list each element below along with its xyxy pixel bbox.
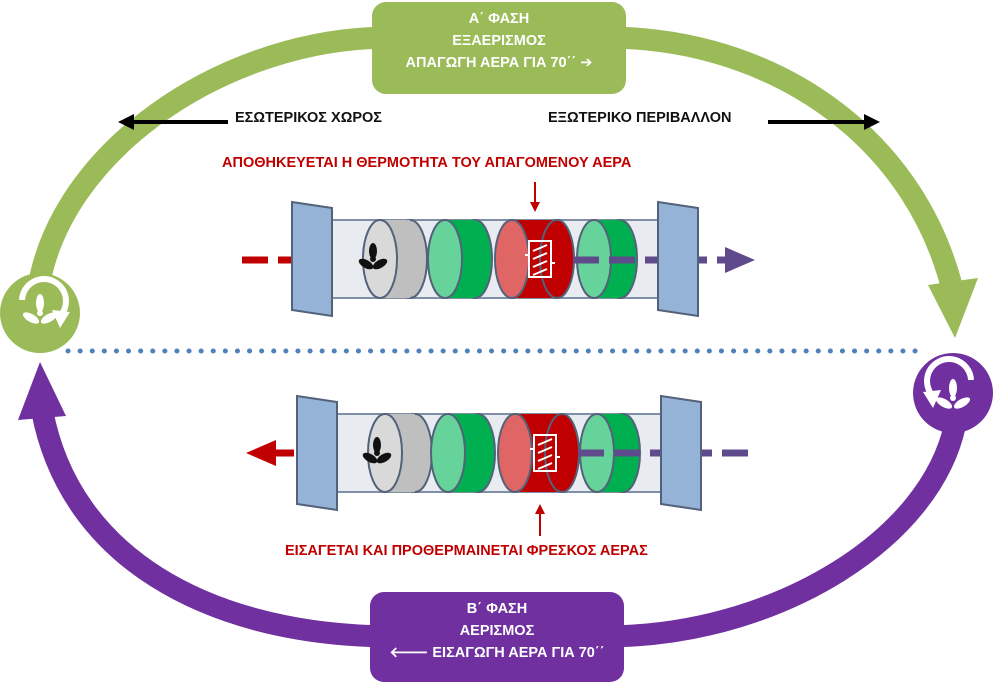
phase-b-arrowhead — [18, 362, 66, 420]
interior-direction-arrow — [118, 114, 228, 130]
phase-b-name: ΑΕΡΙΣΜΟΣ — [459, 623, 535, 639]
heat-storage-note: ΑΠΟΘΗΚΕΥΕΤΑΙ Η ΘΕΡΜΟΤΗΤΑ ΤΟΥ ΑΠΑΓΟΜΕΝΟΥ … — [222, 155, 632, 171]
heat-exchanger-icon — [530, 434, 560, 472]
fan-rotate-reverse-icon — [913, 353, 993, 433]
ventilation-unit-phase-b — [246, 394, 757, 512]
note-top-pointer — [530, 182, 540, 212]
exterior-label: ΕΞΩΤΕΡΙΚΟ ΠΕΡΙΒΑΛΛΟΝ — [548, 110, 732, 126]
phase-a-name: ΕΞΑΕΡΙΣΜΟΣ — [452, 33, 546, 49]
interior-label: ΕΣΩΤΕΡΙΚΟΣ ΧΩΡΟΣ — [235, 110, 382, 126]
heat-exchanger-icon — [525, 240, 555, 278]
phase-a-duration: ΑΠΑΓΩΓΗ ΑΕΡΑ ΓΙΑ 70΄΄ ➔ — [405, 55, 593, 71]
phase-a-box: Α΄ ΦΑΣΗ ΕΞΑΕΡΙΣΜΟΣ ΑΠΑΓΩΓΗ ΑΕΡΑ ΓΙΑ 70΄΄… — [372, 2, 626, 94]
note-bottom-pointer — [535, 504, 545, 536]
fresh-air-note: ΕΙΣΑΓΕΤΑΙ ΚΑΙ ΠΡΟΘΕΡΜΑΙΝΕΤΑΙ ΦΡΕΣΚΟΣ ΑΕΡ… — [285, 543, 648, 559]
phase-b-title: Β΄ ΦΑΣΗ — [466, 601, 528, 617]
phase-a-title: Α΄ ΦΑΣΗ — [468, 11, 530, 27]
fan-icon — [362, 437, 392, 464]
fan-rotate-icon — [0, 273, 80, 353]
fan-icon — [358, 243, 388, 270]
phase-a-arrowhead — [928, 278, 978, 338]
phase-b-duration: 🡐 ΕΙΣΑΓΩΓΗ ΑΕΡΑ ΓΙΑ 70΄΄ — [389, 645, 605, 661]
exterior-direction-arrow — [768, 114, 880, 130]
ventilation-unit-phase-a — [242, 200, 755, 318]
phase-b-box: Β΄ ΦΑΣΗ ΑΕΡΙΣΜΟΣ 🡐 ΕΙΣΑΓΩΓΗ ΑΕΡΑ ΓΙΑ 70΄… — [370, 592, 624, 682]
